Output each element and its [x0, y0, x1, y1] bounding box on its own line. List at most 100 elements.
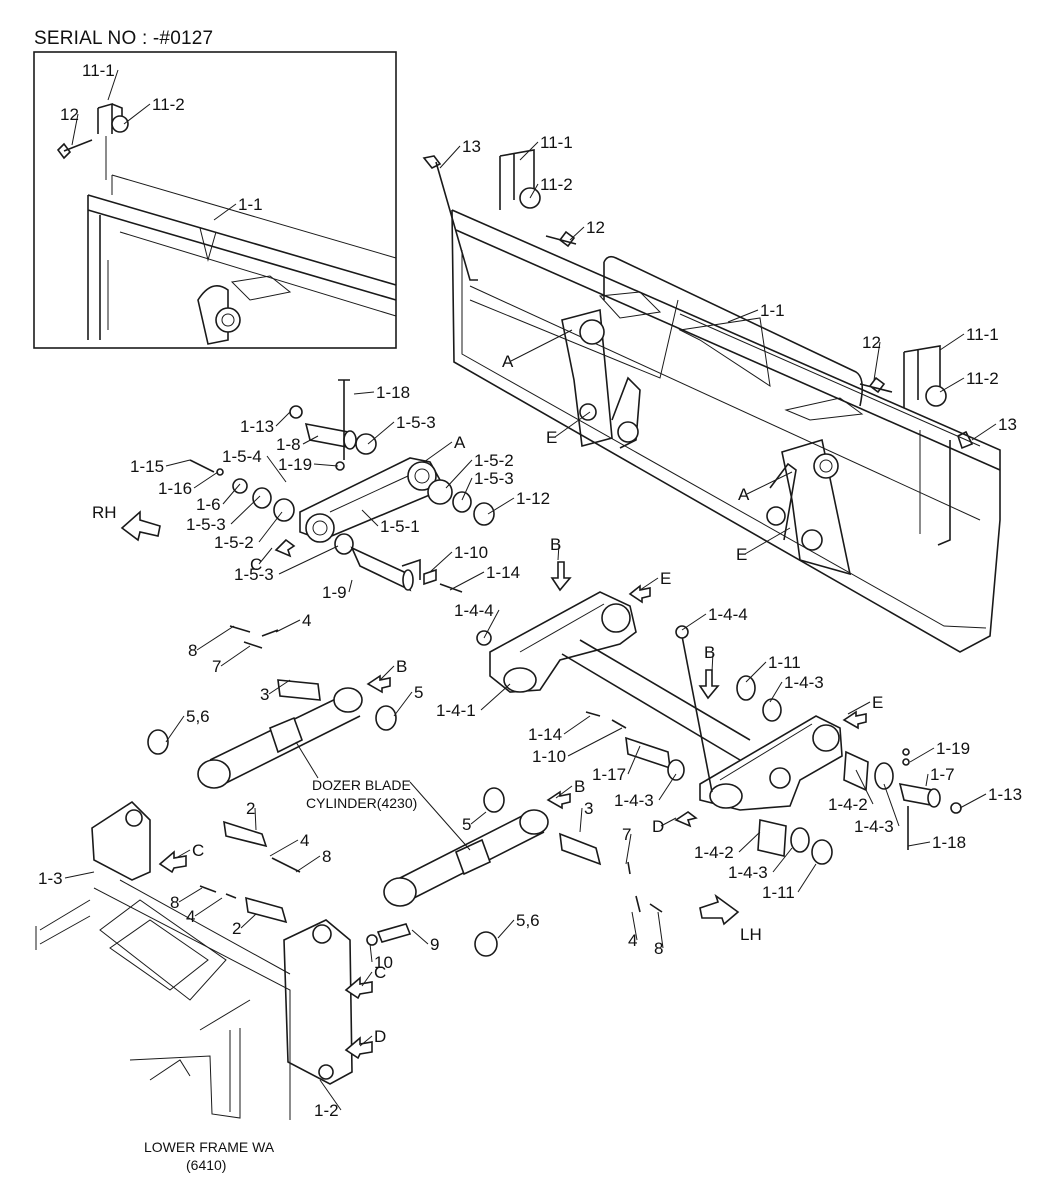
leader-line: [480, 683, 511, 711]
callout-label: 1-4-2: [828, 795, 868, 814]
leader-line: [123, 103, 151, 125]
leader-line: [313, 463, 339, 467]
leader-line: [657, 911, 664, 949]
callout-label: 1-5-1: [380, 517, 420, 536]
callout-label: 1-5-3: [474, 469, 514, 488]
lower-arm-left: [476, 591, 751, 761]
callout-label: 1-4-3: [784, 673, 824, 692]
callout-label: 11-2: [540, 175, 573, 194]
leader-line: [681, 613, 707, 631]
leader-line: [519, 141, 539, 161]
leader-line: [178, 887, 203, 903]
callout-label: 1-17: [592, 765, 626, 784]
callout-label: D: [374, 1027, 386, 1046]
leader-line: [625, 833, 632, 865]
leader-line: [379, 665, 395, 681]
callout-label: 1-6: [196, 495, 221, 514]
lower-frame: [35, 800, 353, 1120]
callout-label: 1-11: [768, 653, 801, 672]
dozer-cylinder-note-line2: CYLINDER(4230): [306, 795, 417, 811]
callout-label: 11-2: [152, 95, 185, 114]
callout-label: 1-14: [486, 563, 520, 582]
leader-line: [240, 913, 257, 929]
leader-line: [631, 911, 638, 941]
callout-label: D: [652, 817, 664, 836]
leader-lines: [64, 69, 997, 1111]
callout-label: 8: [322, 847, 331, 866]
leader-line: [359, 1035, 373, 1047]
leader-line: [393, 691, 413, 717]
lower-frame-note-line2: (6410): [186, 1157, 226, 1173]
leader-line: [258, 511, 283, 543]
leader-line: [554, 411, 591, 438]
callout-label: 3: [584, 799, 593, 818]
callout-label: 1-9: [322, 583, 347, 602]
callout-label: 1-4-1: [436, 701, 476, 720]
leader-line: [423, 441, 453, 463]
leader-line: [194, 897, 223, 917]
direction-arrows: [120, 510, 867, 1060]
dozer-cylinder-note-line1: DOZER BLADE: [312, 777, 411, 793]
leader-line: [639, 577, 659, 591]
callout-label: 9: [430, 935, 439, 954]
leader-line: [107, 69, 119, 101]
callout-label: 2: [232, 919, 241, 938]
callout-label: 5,6: [516, 911, 540, 930]
rh-arrow-icon: [120, 510, 161, 542]
leader-line: [275, 619, 301, 633]
callout-label: 5,6: [186, 707, 210, 726]
callout-label: 1-5-4: [222, 447, 262, 466]
callout-label: E: [872, 693, 883, 712]
callout-label: 1-11: [762, 883, 795, 902]
leader-line: [275, 411, 291, 427]
callout-label: 11-2: [966, 369, 999, 388]
callout-label: 1-4-3: [614, 791, 654, 810]
callout-label: 11-1: [966, 325, 999, 344]
leader-line: [449, 571, 485, 591]
leader-line: [855, 769, 874, 805]
leader-line: [71, 113, 79, 146]
leader-line: [348, 579, 353, 593]
leader-line: [268, 679, 291, 695]
callout-label: 1-19: [936, 739, 970, 758]
callout-label: 1-15: [130, 457, 164, 476]
leader-line: [165, 459, 191, 467]
callout-label: 1-5-3: [186, 515, 226, 534]
callout-label: 1-5-2: [474, 451, 514, 470]
callout-label: 4: [628, 931, 637, 950]
callout-label: 2: [246, 799, 255, 818]
serial-number: SERIAL NO : -#0127: [34, 28, 214, 49]
leader-line: [579, 807, 583, 833]
callout-label: E: [736, 545, 747, 564]
leader-line: [847, 701, 871, 715]
leader-line: [772, 847, 793, 873]
leader-line: [258, 547, 273, 565]
callout-label: 7: [212, 657, 221, 676]
leader-line: [193, 471, 219, 489]
callout-label: 1-1: [760, 301, 785, 320]
callout-label: 8: [654, 939, 663, 958]
leader-line: [563, 715, 591, 735]
leader-line: [744, 527, 791, 555]
callout-label: 1-4-2: [694, 843, 734, 862]
inset-detail: [33, 51, 397, 349]
leader-line: [925, 773, 929, 787]
callout-label: C: [374, 963, 386, 982]
callout-label: C: [192, 841, 204, 860]
leader-line: [487, 497, 515, 515]
lower-arm-right: [585, 625, 962, 865]
leader-line: [907, 841, 931, 847]
callout-label: 1-1: [238, 195, 263, 214]
callout-label: E: [660, 569, 671, 588]
leader-line: [497, 919, 515, 939]
leader-line: [254, 807, 257, 831]
leader-line: [461, 477, 473, 501]
callout-label: B: [574, 777, 585, 796]
leader-line: [175, 849, 191, 859]
leader-line: [746, 471, 793, 495]
callout-label: 4: [302, 611, 311, 630]
callout-label: 12: [862, 333, 881, 352]
leader-line: [165, 715, 185, 743]
leader-line: [369, 943, 373, 963]
